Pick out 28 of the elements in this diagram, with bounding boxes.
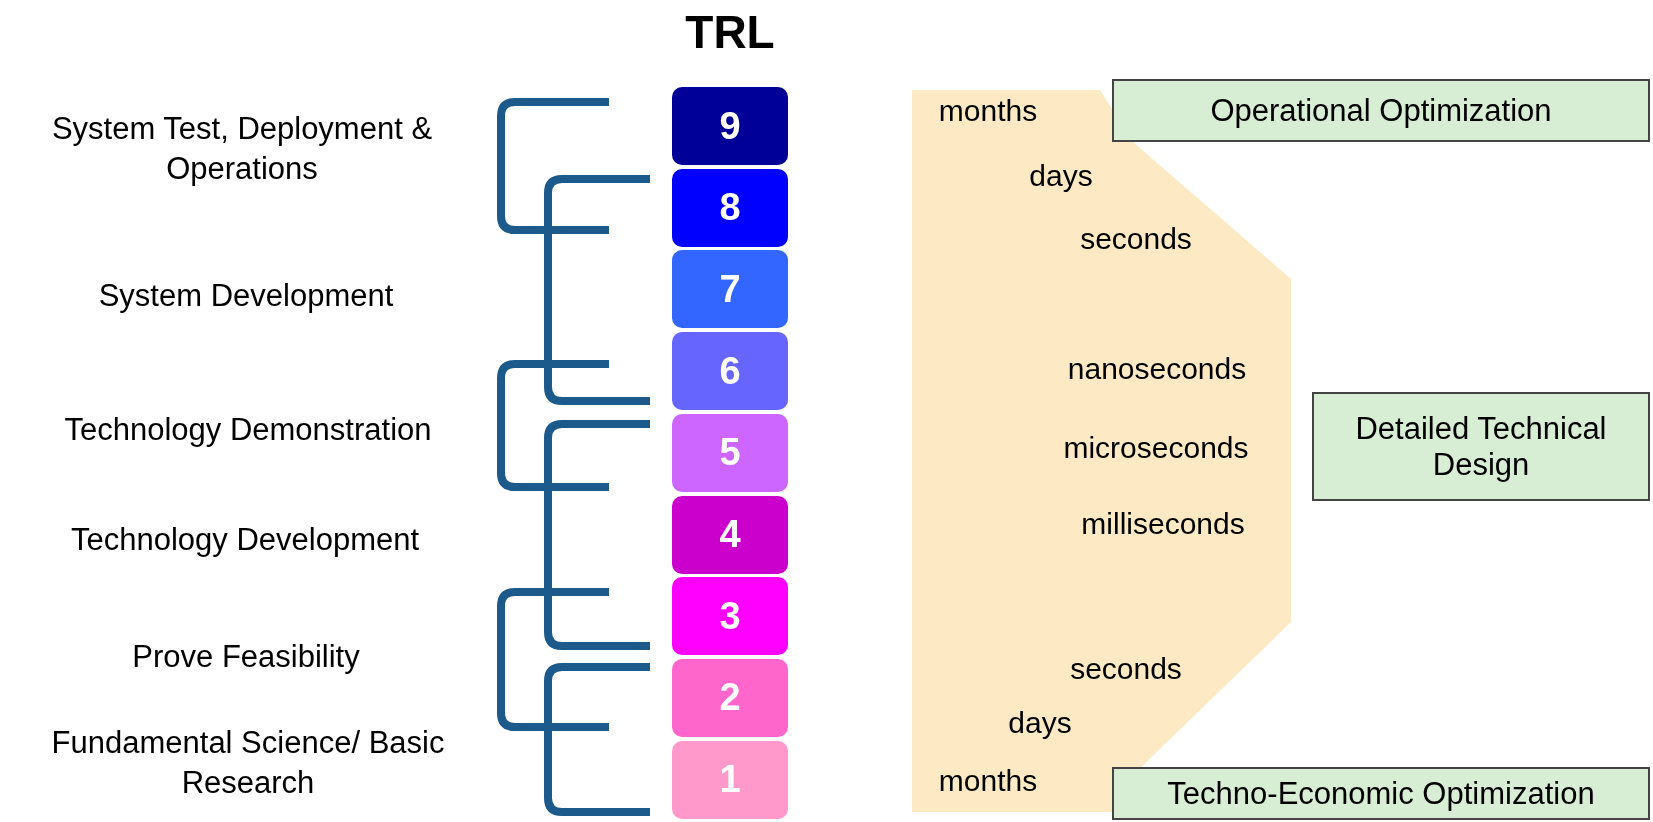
time-scale-label: seconds [1070,652,1182,686]
time-scale-label: months [938,764,1038,798]
time-scale-label: seconds [1080,222,1192,256]
design-stage-box: Detailed Technical Design [1312,392,1650,501]
trl-level-box: 6 [672,332,788,411]
trl-level-box: 1 [672,740,788,819]
time-scale-label: nanoseconds [1067,352,1247,386]
time-scale-label: microseconds [1063,431,1249,465]
trl-level-box: 8 [672,168,788,247]
stage-label: System Development [98,276,394,315]
trl-level-box: 7 [672,250,788,329]
stage-label: Technology Demonstration [64,410,432,449]
design-stage-box: Operational Optimization [1112,79,1650,142]
trl-level-box: 4 [672,495,788,574]
stage-label: System Test, Deployment & Operations [50,109,434,188]
stage-label: Technology Development [70,520,420,559]
time-scale-label: months [938,94,1038,128]
stage-label: Fundamental Science/ Basic Research [50,723,446,802]
time-scale-label: days [1029,159,1093,193]
title: TRL [685,5,775,59]
trl-level-box: 2 [672,658,788,737]
trl-level-box: 5 [672,413,788,492]
stage-label: Prove Feasibility [132,637,360,676]
time-scale-label: milliseconds [1081,507,1245,541]
trl-level-box: 3 [672,577,788,656]
trl-level-box: 9 [672,87,788,165]
time-scale-label: days [1008,706,1072,740]
design-stage-box: Techno-Economic Optimization [1112,767,1650,820]
